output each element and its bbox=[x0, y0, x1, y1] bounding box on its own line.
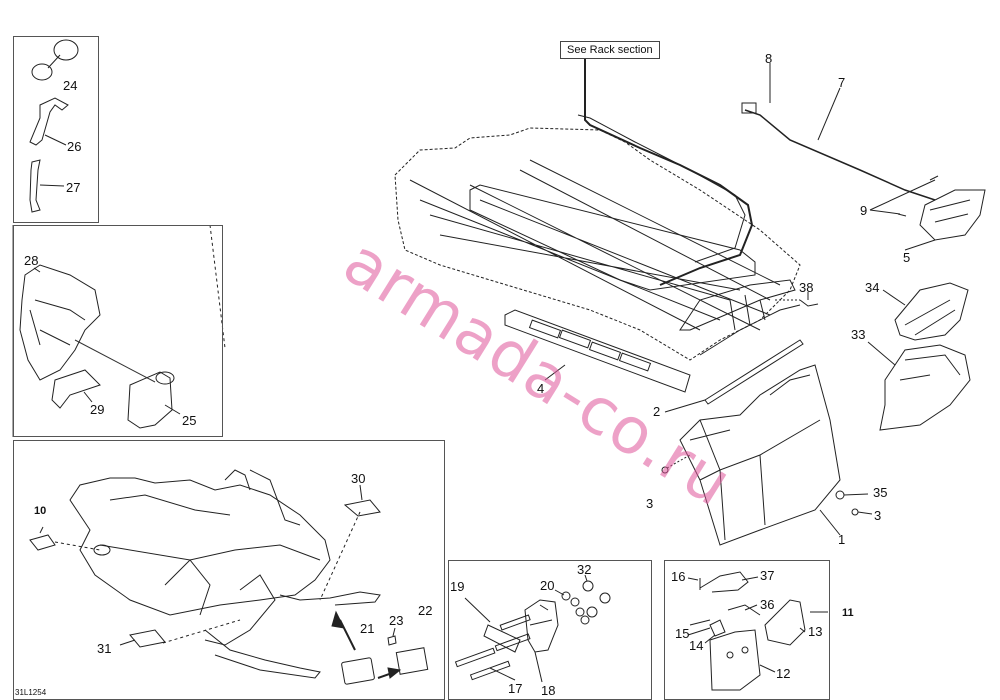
part-label-10: 10 bbox=[34, 505, 47, 517]
part-label-4: 4 bbox=[537, 381, 545, 396]
strip-part-2-drawing bbox=[705, 340, 803, 404]
part-label-32: 32 bbox=[577, 562, 592, 577]
part-label-29: 29 bbox=[90, 402, 105, 417]
part-label-37: 37 bbox=[760, 568, 775, 583]
part-label-18: 18 bbox=[541, 683, 556, 698]
part-label-22: 22 bbox=[418, 603, 433, 618]
part-label-26: 26 bbox=[67, 139, 82, 154]
taillight-housing-drawing bbox=[880, 283, 970, 430]
part-label-2: 2 bbox=[653, 404, 661, 419]
part-label-16: 16 bbox=[671, 569, 686, 584]
storage-drawing bbox=[20, 225, 225, 428]
part-label-8: 8 bbox=[765, 51, 773, 66]
snowmobile-drawing bbox=[30, 470, 428, 684]
part-label-20: 20 bbox=[540, 578, 555, 593]
part-label-31: 31 bbox=[97, 641, 112, 656]
rail-part-4-drawing bbox=[505, 310, 690, 392]
part-label-24: 24 bbox=[63, 78, 78, 93]
part-label-25: 25 bbox=[182, 413, 197, 428]
part-label-3a: 3 bbox=[646, 496, 654, 511]
part-label-23: 23 bbox=[389, 613, 404, 628]
part-label-30: 30 bbox=[351, 471, 366, 486]
snowflap-part-1-drawing bbox=[680, 365, 840, 545]
part-label-28: 28 bbox=[24, 253, 39, 268]
part-label-38: 38 bbox=[799, 280, 814, 295]
part-label-13: 13 bbox=[808, 624, 823, 639]
part-label-27: 27 bbox=[66, 180, 81, 195]
vehicle-box bbox=[13, 440, 445, 700]
part-label-14: 14 bbox=[689, 638, 704, 653]
part-label-7: 7 bbox=[838, 75, 846, 90]
part-label-19: 19 bbox=[450, 579, 465, 594]
part-label-36: 36 bbox=[760, 597, 775, 612]
drawing-reference-code: 31L1254 bbox=[15, 688, 47, 697]
part-label-33: 33 bbox=[851, 327, 866, 342]
part-label-35: 35 bbox=[873, 485, 888, 500]
hitch-drawing bbox=[456, 575, 610, 682]
part-label-17: 17 bbox=[508, 681, 523, 696]
tools-drawing bbox=[30, 40, 78, 212]
taillight-assembly-drawing bbox=[742, 103, 985, 240]
part-label-9: 9 bbox=[860, 203, 868, 218]
plate-drawing bbox=[688, 572, 828, 690]
rack-section-callout: See Rack section bbox=[560, 41, 660, 59]
part-label-1: 1 bbox=[838, 532, 846, 547]
tools-box bbox=[13, 36, 99, 223]
part-label-34: 34 bbox=[865, 280, 880, 295]
part-label-5: 5 bbox=[903, 250, 911, 265]
part-label-11: 11 bbox=[842, 607, 854, 619]
part-label-3b: 3 bbox=[874, 508, 882, 523]
part-label-21: 21 bbox=[360, 621, 375, 636]
part-label-15: 15 bbox=[675, 626, 690, 641]
storage-box bbox=[13, 225, 223, 437]
rack-tunnel-drawing bbox=[395, 55, 800, 360]
part-label-12: 12 bbox=[776, 666, 791, 681]
